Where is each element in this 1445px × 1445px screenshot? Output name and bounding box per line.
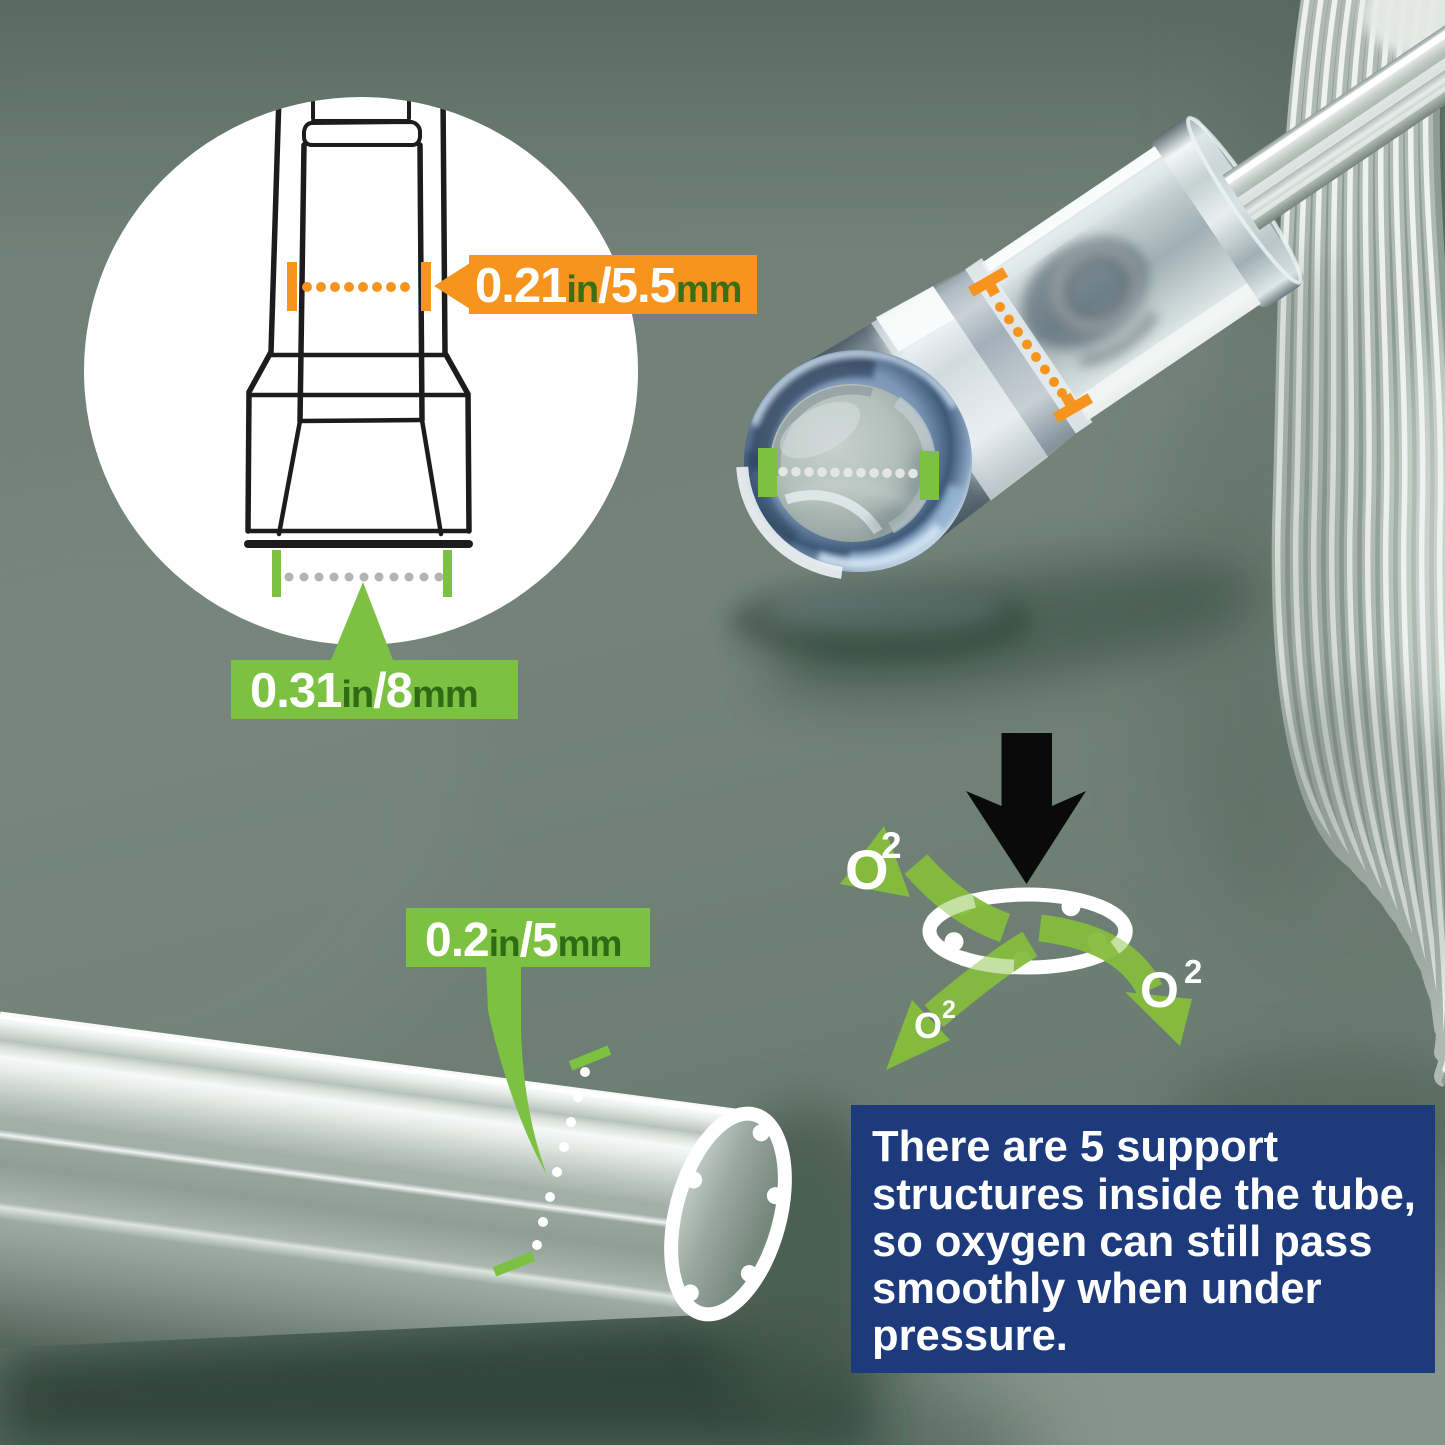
svg-text:There are 5 support: There are 5 support xyxy=(872,1123,1278,1171)
svg-text:pressure.: pressure. xyxy=(872,1312,1068,1360)
svg-text:2: 2 xyxy=(881,825,902,866)
svg-text:2: 2 xyxy=(1184,953,1202,990)
svg-text:0.2in/5mm: 0.2in/5mm xyxy=(425,914,621,967)
svg-text:O: O xyxy=(1140,962,1179,1018)
svg-text:O: O xyxy=(914,1005,942,1046)
svg-text:so oxygen can still pass: so oxygen can still pass xyxy=(872,1218,1372,1266)
svg-text:O: O xyxy=(845,838,889,901)
svg-text:structures inside the tube,: structures inside the tube, xyxy=(872,1171,1416,1219)
svg-text:2: 2 xyxy=(942,996,956,1024)
svg-text:smoothly when under: smoothly when under xyxy=(872,1265,1322,1313)
